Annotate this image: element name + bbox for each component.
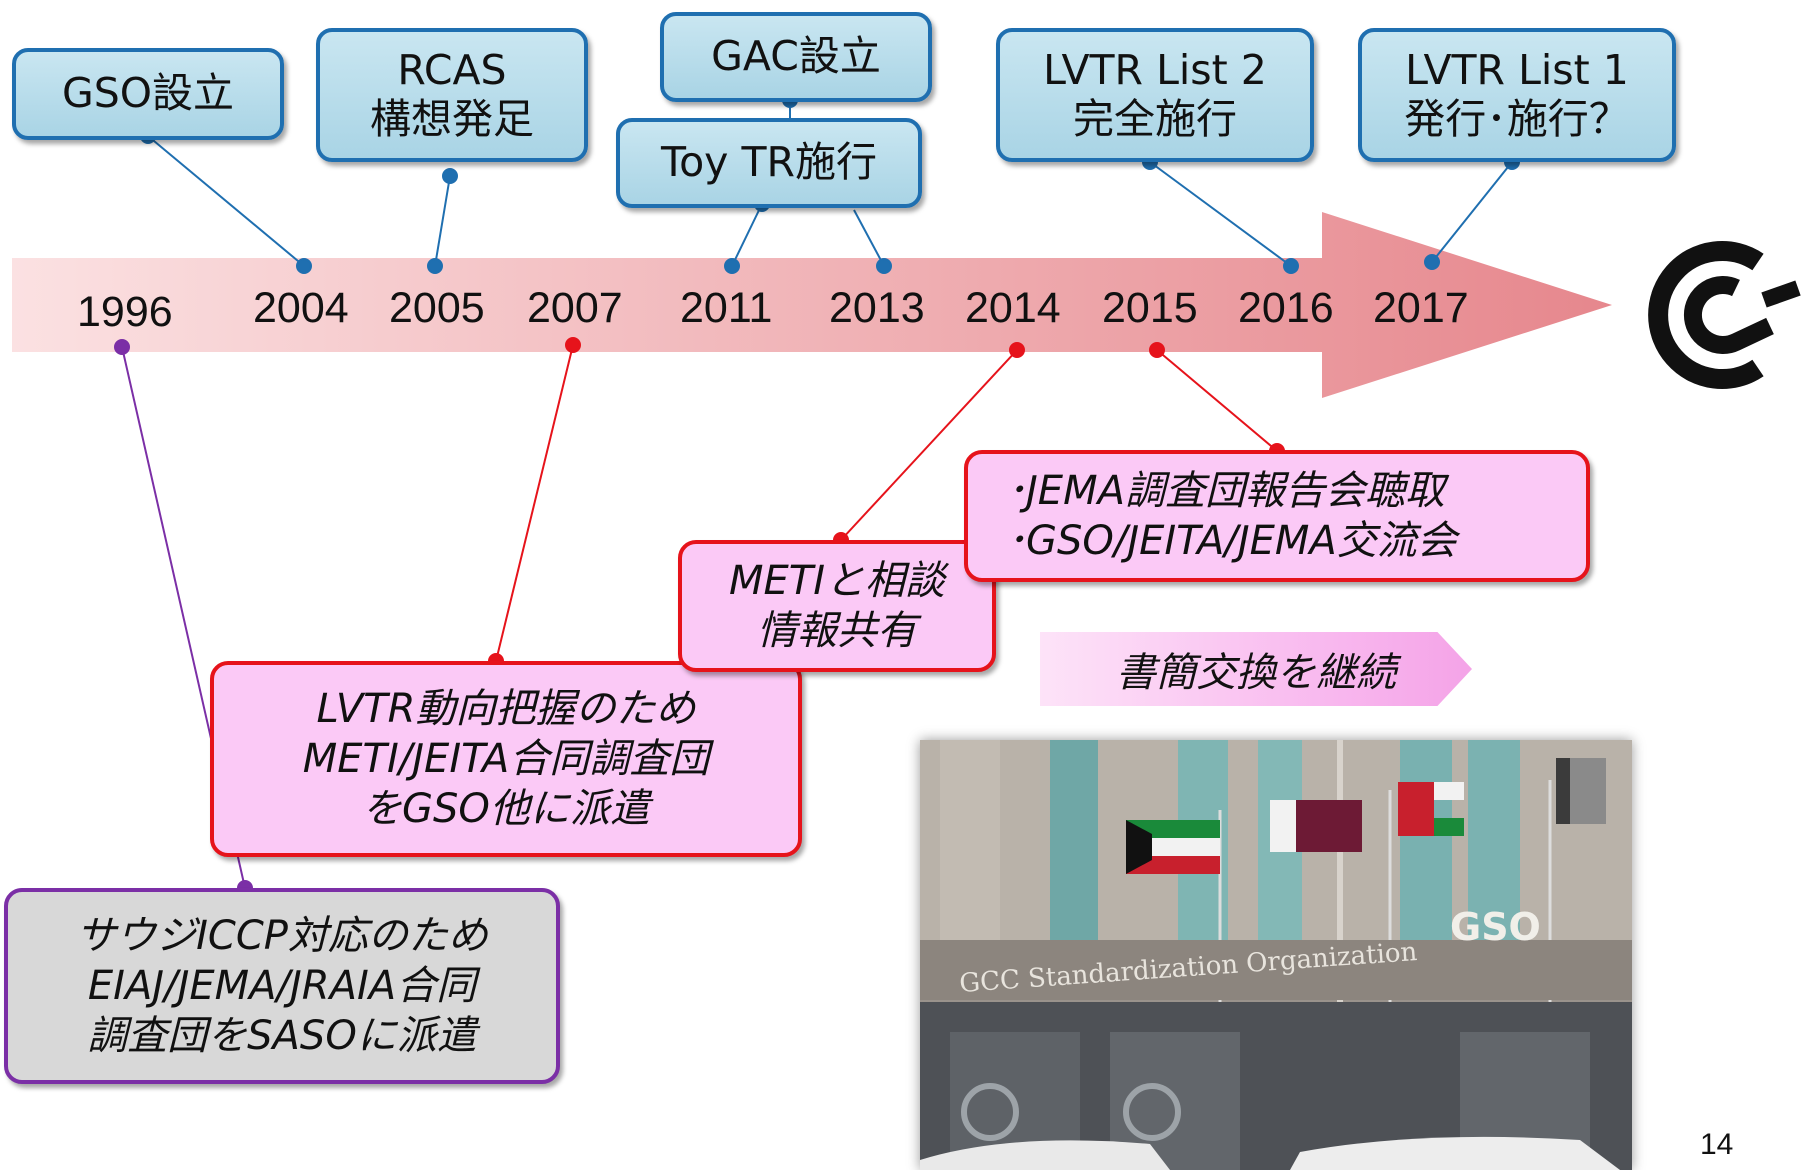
event-gac-label: GAC設立: [711, 32, 881, 81]
action-meti-consult: METIと相談 情報共有: [678, 540, 996, 672]
year-label-2015: 2015: [1102, 284, 1198, 332]
svg-text:GSO: GSO: [1450, 905, 1541, 949]
timeline-arrow: [12, 212, 1612, 398]
event-gso-label: GSO設立: [61, 69, 235, 118]
action-jema-label: ･JEMA調査団報告会聴取 ･GSO/JEITA/JEMA交流会: [1006, 468, 1457, 564]
event-gac-establishment: GAC設立: [660, 12, 932, 102]
flag-qatar: [1270, 800, 1362, 852]
gso-building-photo: GCC Standardization Organization GSO: [920, 740, 1632, 1170]
flag-kuwait: [1126, 820, 1220, 874]
action-saso-mission: サウジICCP対応のため EIAJ/JEMA/JRAIA合同 調査団をSASOに…: [4, 888, 560, 1084]
event-rcas-launch: RCAS 構想発足: [316, 28, 588, 162]
year-label-2007: 2007: [527, 284, 623, 332]
year-label-1996: 1996: [77, 288, 173, 336]
event-rcas-label: RCAS 構想発足: [370, 45, 534, 143]
action-jema-report: ･JEMA調査団報告会聴取 ･GSO/JEITA/JEMA交流会: [964, 450, 1590, 582]
continue-correspondence-arrow: 書簡交換を継続: [1040, 632, 1472, 706]
year-label-2014: 2014: [965, 284, 1061, 332]
gso-logo-icon: [1648, 241, 1801, 389]
year-label-2013: 2013: [829, 284, 925, 332]
event-lvtr1-label: LVTR List 1 発行･施行？: [1404, 45, 1630, 143]
year-label-2017: 2017: [1373, 284, 1469, 332]
event-toy-label: Toy TR施行: [661, 138, 877, 187]
year-label-2004: 2004: [253, 284, 349, 332]
event-gso-establishment: GSO設立: [12, 48, 284, 140]
flag-fourth: [1556, 758, 1606, 824]
action-lvtr-label: LVTR動向把握のため METI/JEITA合同調査団 をGSO他に派遣: [302, 686, 710, 832]
event-lvtr2-label: LVTR List 2 完全施行: [1043, 45, 1267, 143]
action-meti-label: METIと相談 情報共有: [728, 558, 945, 654]
action-saso-label: サウジICCP対応のため EIAJ/JEMA/JRAIA合同 調査団をSASOに…: [76, 913, 488, 1059]
event-lvtr-list1: LVTR List 1 発行･施行？: [1358, 28, 1676, 162]
continue-label: 書簡交換を継続: [1116, 650, 1396, 696]
event-toy-tr: Toy TR施行: [616, 118, 922, 208]
page-number: 14: [1700, 1128, 1734, 1161]
year-label-2016: 2016: [1238, 284, 1334, 332]
year-label-2005: 2005: [389, 284, 485, 332]
flag-oman: [1398, 782, 1464, 836]
action-lvtr-mission: LVTR動向把握のため METI/JEITA合同調査団 をGSO他に派遣: [210, 661, 802, 857]
year-label-2011: 2011: [680, 284, 773, 332]
event-lvtr-list2: LVTR List 2 完全施行: [996, 28, 1314, 162]
